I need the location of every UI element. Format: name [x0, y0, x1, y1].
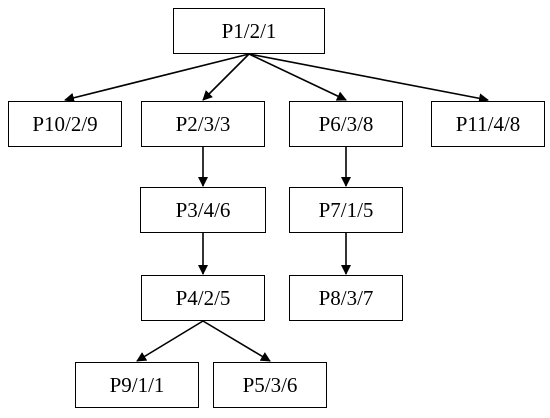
node-label: P7/1/5: [318, 197, 374, 222]
node-label: P3/4/6: [175, 197, 231, 222]
edge-n1-n10: [64, 53, 250, 103]
node-p4: P4/2/5: [141, 275, 265, 321]
node-label: P1/2/1: [221, 18, 277, 43]
node-p2: P2/3/3: [141, 101, 265, 147]
node-label: P2/3/3: [175, 111, 231, 136]
edge-n1-n6: [248, 53, 347, 101]
node-label: P9/1/1: [109, 372, 165, 397]
node-p1: P1/2/1: [173, 8, 325, 54]
node-p6: P6/3/8: [289, 101, 403, 147]
edge-n1-n2: [202, 53, 250, 101]
node-label: P4/2/5: [175, 285, 231, 310]
node-p8: P8/3/7: [289, 275, 403, 321]
node-label: P10/2/9: [32, 111, 98, 136]
node-p5: P5/3/6: [213, 362, 327, 408]
node-label: P5/3/6: [242, 372, 298, 397]
node-label: P8/3/7: [318, 285, 374, 310]
node-label: P6/3/8: [318, 111, 374, 136]
node-p11: P11/4/8: [431, 101, 545, 147]
edge-n4-n9: [136, 320, 204, 362]
node-p7: P7/1/5: [289, 187, 403, 233]
edge-n1-n11: [248, 53, 489, 104]
node-label: P11/4/8: [455, 111, 521, 136]
edge-n4-n5: [202, 320, 271, 362]
node-p9: P9/1/1: [75, 362, 199, 408]
node-p3: P3/4/6: [140, 187, 266, 233]
node-p10: P10/2/9: [8, 101, 122, 147]
